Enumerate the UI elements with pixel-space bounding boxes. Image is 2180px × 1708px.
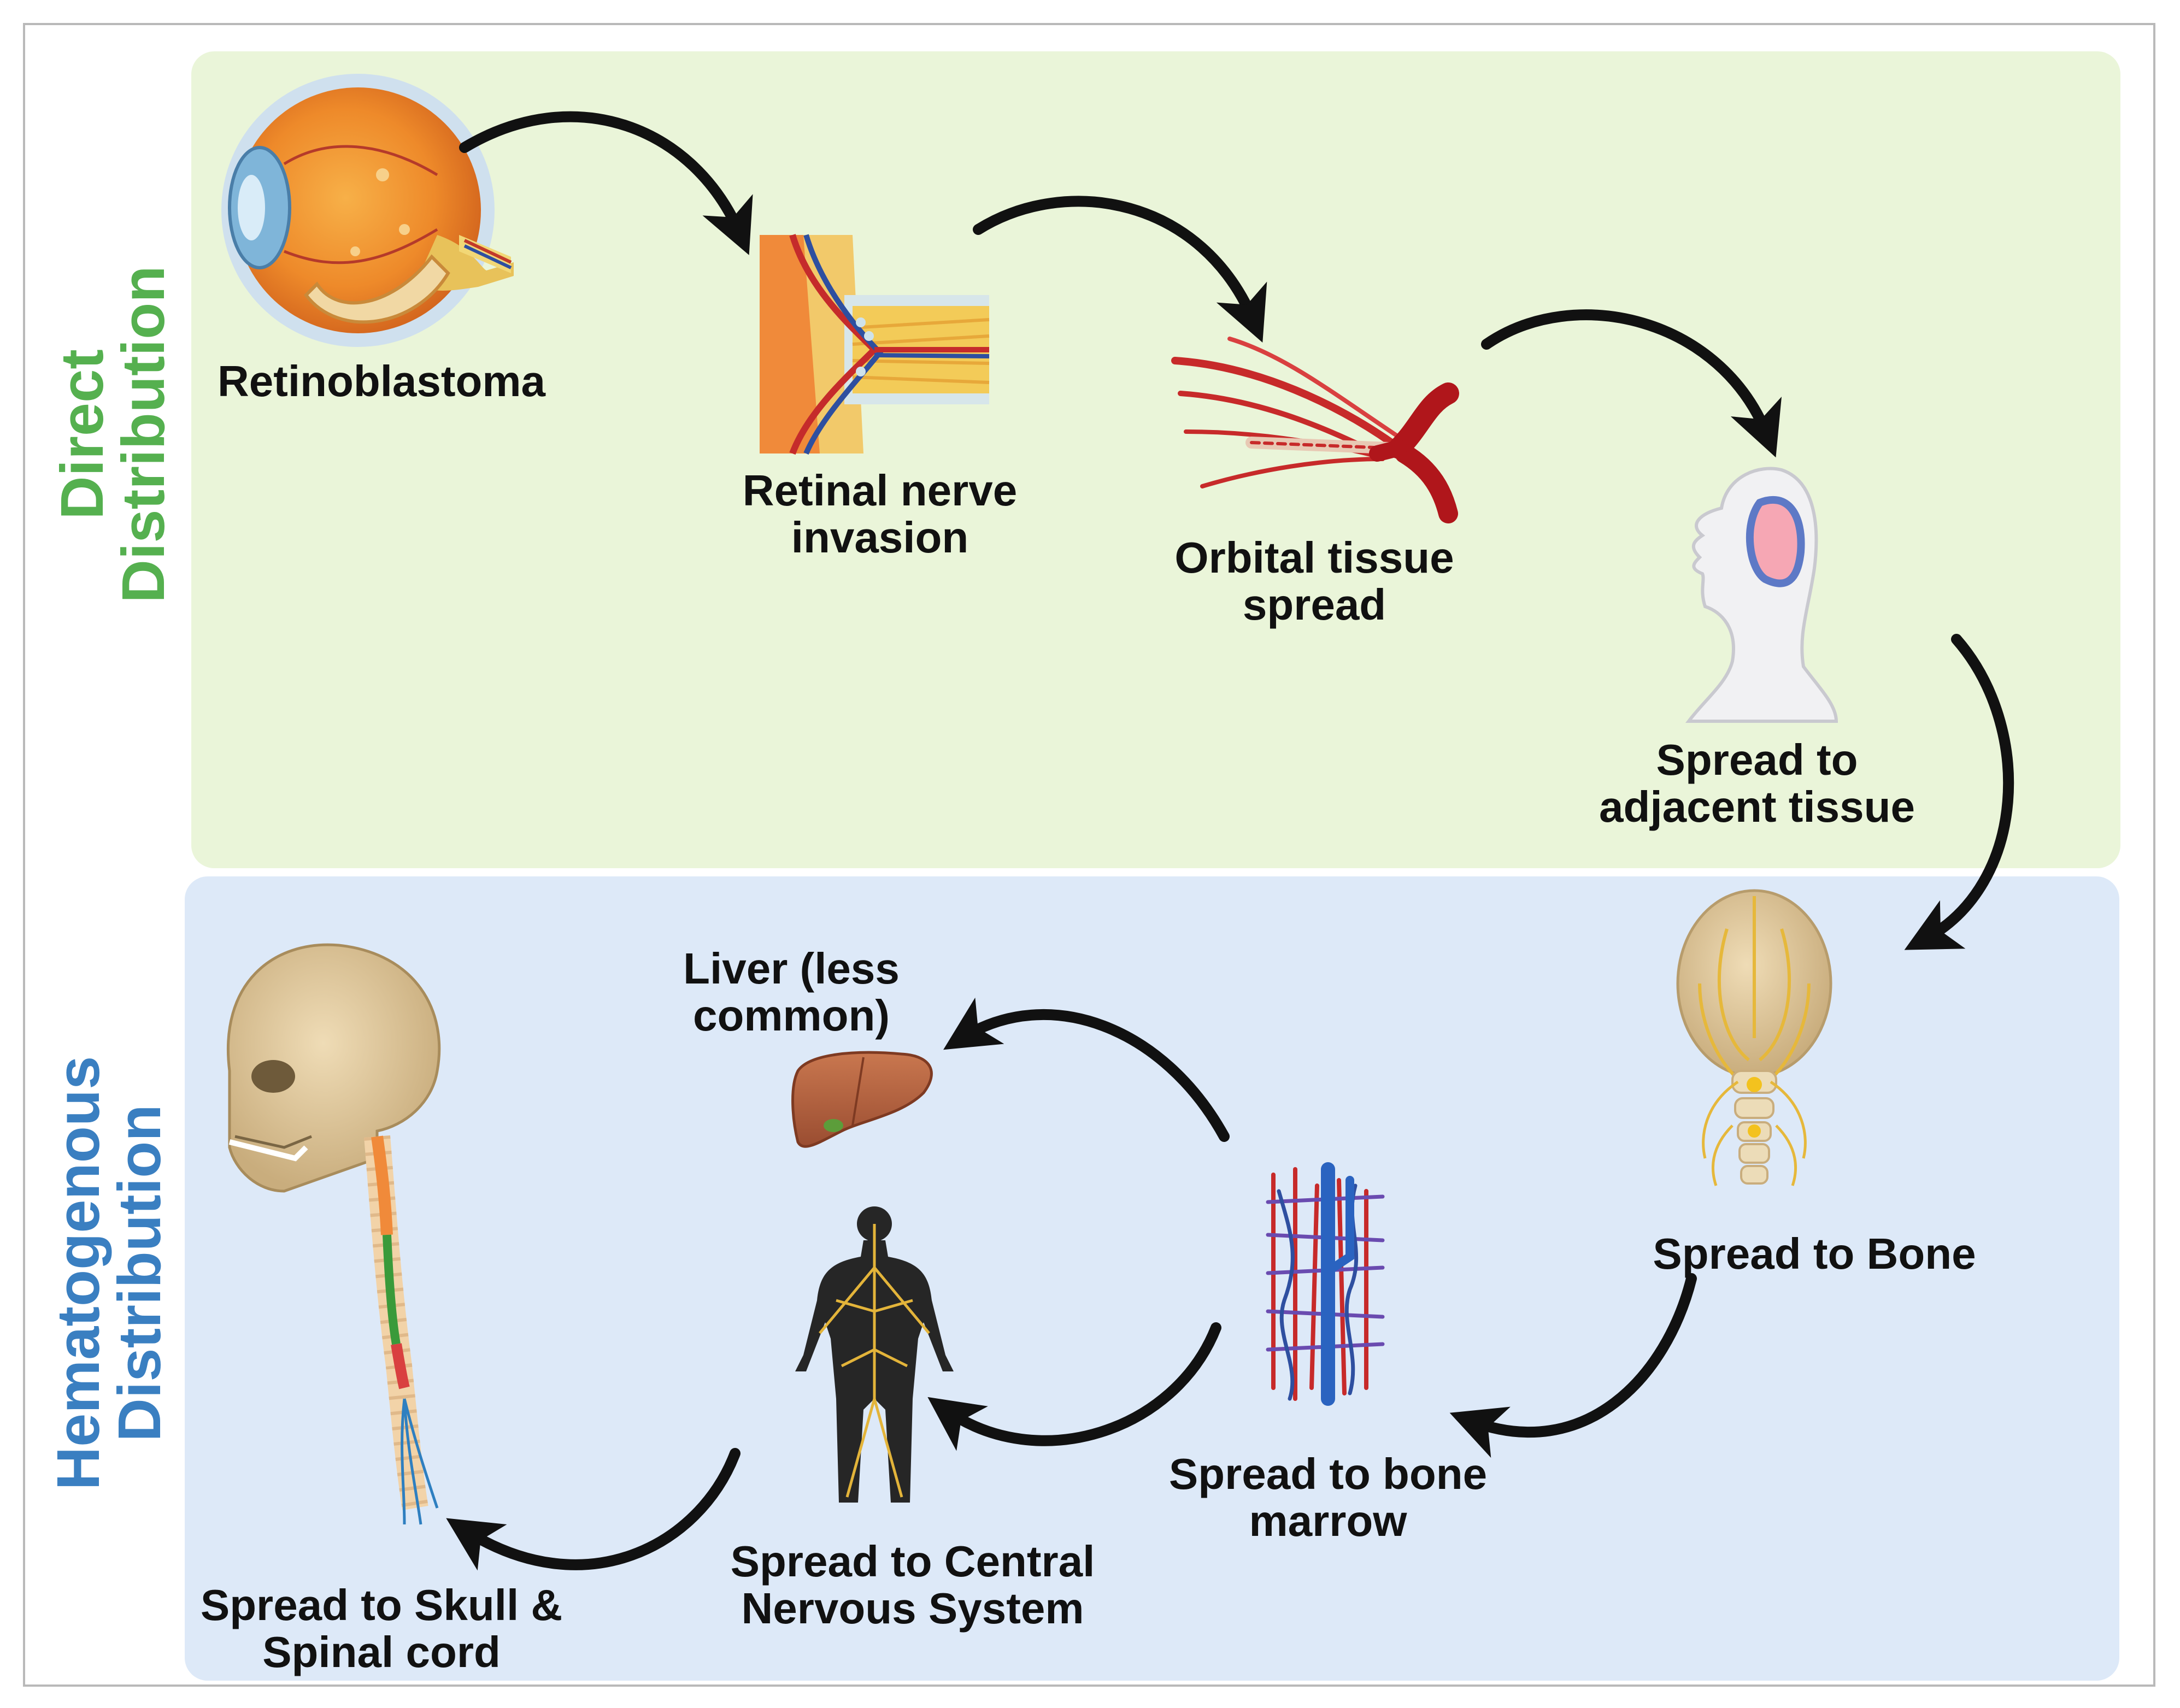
label-cns-line1: Spread to Central: [730, 1537, 1095, 1586]
label-retinal-nerve-line2: invasion: [791, 513, 969, 562]
label-skull-spine-line2: Spinal cord: [262, 1628, 501, 1676]
label-bone-marrow: Spread to bone marrow: [1169, 1451, 1487, 1545]
blood-vessel-icon: [1171, 337, 1459, 523]
label-retinoblastoma-line1: Retinoblastoma: [217, 357, 546, 405]
label-liver-line2: common): [693, 991, 890, 1040]
label-bone-marrow-line2: marrow: [1249, 1497, 1407, 1545]
label-liver-line1: Liver (less: [683, 944, 900, 993]
liver-icon: [791, 1051, 933, 1148]
label-skull-spine-line1: Spread to Skull &: [200, 1581, 563, 1629]
arrow-adjacent-to-bone: [1904, 634, 2014, 950]
skull-spine-icon: [226, 943, 441, 1525]
label-orbital-tissue: Orbital tissue spread: [1174, 534, 1454, 628]
label-retinoblastoma: Retinoblastoma: [218, 358, 545, 405]
arrow-retinoblastoma-to-nerve: [459, 111, 753, 255]
eye-icon: [221, 74, 514, 347]
label-bone-line1: Spread to Bone: [1653, 1229, 1976, 1278]
label-bone-marrow-line1: Spread to bone: [1168, 1450, 1488, 1498]
label-adjacent-tissue-line1: Spread to: [1656, 735, 1858, 784]
arrow-cns-to-skull-spine: [446, 1448, 741, 1571]
label-retinal-nerve-line1: Retinal nerve: [742, 466, 1018, 515]
optic-nerve-icon: [760, 234, 990, 455]
label-orbital-tissue-line1: Orbital tissue: [1174, 533, 1454, 582]
label-adjacent-tissue: Spread to adjacent tissue: [1599, 737, 1915, 831]
arrow-marrow-to-cns: [927, 1322, 1221, 1451]
label-skull-spine: Spread to Skull & Spinal cord: [201, 1582, 562, 1676]
skull-back-icon: [1676, 889, 1832, 1186]
head-icon: [1685, 467, 1838, 723]
label-retinal-nerve: Retinal nerve invasion: [743, 467, 1017, 561]
label-cns: Spread to Central Nervous System: [731, 1538, 1095, 1632]
arrow-marrow-to-liver: [943, 997, 1230, 1142]
arrow-orbital-to-adjacent: [1481, 309, 1782, 458]
label-bone: Spread to Bone: [1653, 1230, 1976, 1277]
label-orbital-tissue-line2: spread: [1242, 580, 1386, 629]
arrow-nerve-to-orbital: [973, 196, 1267, 343]
nervous-system-icon: [795, 1206, 954, 1503]
bone-marrow-icon: [1266, 1162, 1385, 1406]
direct-distribution-panel: [191, 51, 2120, 868]
label-liver: Liver (less common): [683, 945, 900, 1039]
arrow-bone-to-marrow: [1449, 1273, 1697, 1458]
label-adjacent-tissue-line2: adjacent tissue: [1599, 782, 1915, 831]
label-cns-line2: Nervous System: [741, 1584, 1084, 1633]
